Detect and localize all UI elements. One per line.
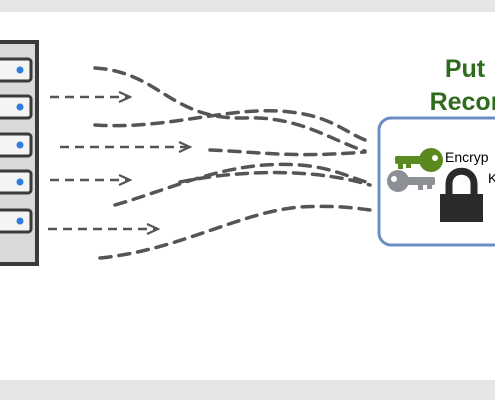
put-record-title-line1: Put	[444, 55, 486, 83]
server-unit	[0, 94, 33, 120]
flow-stream	[113, 162, 372, 207]
encryption-key-label-line1: Encryp	[445, 149, 489, 165]
green-key-icon	[395, 148, 443, 172]
server-unit	[0, 169, 33, 195]
server-unit	[0, 132, 33, 158]
server-unit	[0, 57, 33, 83]
server-unit	[0, 208, 33, 234]
encryption-key-label-line2: K	[488, 170, 495, 186]
padlock-icon	[440, 167, 483, 222]
flow-stream	[208, 148, 367, 157]
flow-stream	[98, 204, 372, 260]
gray-key-icon	[387, 170, 435, 192]
server-led	[16, 66, 24, 74]
data-flow-diagram	[0, 40, 495, 266]
flow-stream	[178, 170, 372, 187]
server-led	[16, 178, 24, 186]
server-rack-icon	[0, 40, 39, 266]
server-rack-outline	[0, 40, 39, 266]
put-record-title-line2: Recor	[429, 88, 495, 116]
flow-stream	[93, 109, 367, 142]
flow-stream	[93, 66, 367, 153]
diagram-panel: Put Recor Encryp K	[0, 12, 495, 380]
server-led	[16, 103, 24, 111]
server-led	[16, 141, 24, 149]
server-led	[16, 217, 24, 225]
